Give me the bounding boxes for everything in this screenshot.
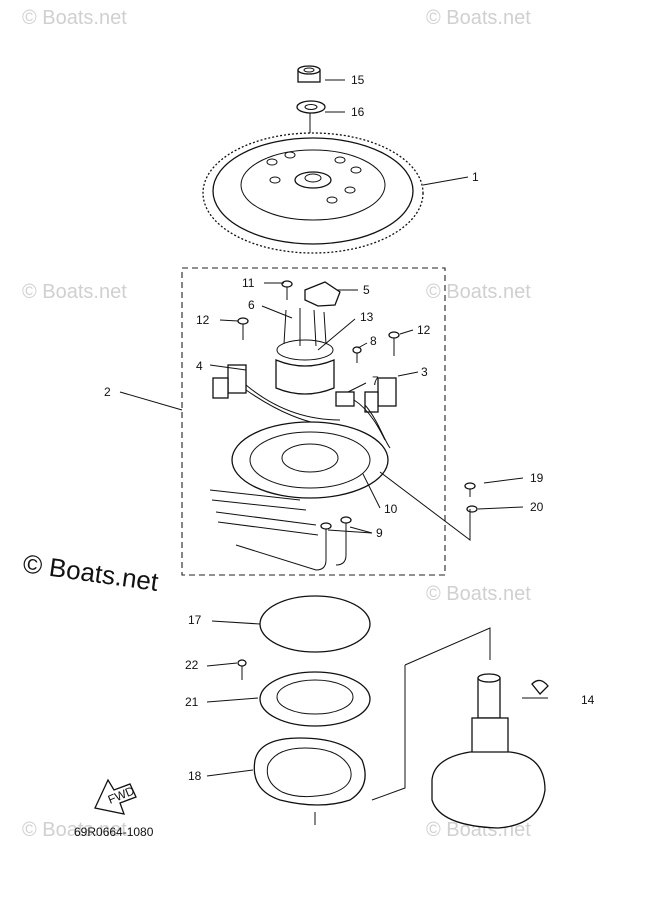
pulser-part-5 — [304, 281, 341, 307]
watermark-mid-left: © Boats.net — [22, 281, 127, 303]
clamp-part-7 — [335, 391, 355, 407]
pipe-part-9 — [209, 489, 352, 571]
fwd-arrow-icon: FWD — [94, 778, 137, 815]
key-part-14 — [531, 679, 549, 695]
screw-part-12-right — [388, 331, 400, 356]
screw-part-12-left — [237, 317, 249, 340]
stator-assembly-box — [181, 267, 446, 576]
drawing-code: 69R0664-1080 — [74, 825, 154, 839]
wire-harness — [245, 384, 391, 449]
bolt-part-19 — [464, 482, 476, 497]
coil-part-4 — [212, 364, 247, 399]
callout-21: 21 — [185, 695, 199, 709]
callout-12-left: 12 — [196, 313, 210, 327]
callout-7: 7 — [372, 374, 379, 388]
screw-part-8 — [352, 346, 362, 363]
flywheel-part-1 — [202, 132, 424, 254]
callout-22: 22 — [185, 658, 199, 672]
gasket-part-18 — [253, 737, 366, 806]
watermark-low-right: © Boats.net — [426, 583, 531, 605]
callout-20: 20 — [530, 500, 544, 514]
watermark-top-left: © Boats.net — [22, 7, 127, 29]
screw-part-22 — [237, 659, 247, 680]
charge-coil-part-6 — [275, 308, 335, 395]
callout-4: 4 — [196, 359, 203, 373]
callout-17: 17 — [188, 613, 202, 627]
crankshaft-part-14 — [431, 673, 546, 829]
watermark-bottom-left: © Boats.net — [22, 819, 127, 841]
coil-part-3 — [364, 377, 397, 413]
callout-9: 9 — [376, 526, 383, 540]
watermark-top-right: © Boats.net — [426, 7, 531, 29]
washer-part-20 — [466, 505, 478, 513]
plate-part-21 — [259, 671, 371, 727]
callout-5: 5 — [363, 283, 370, 297]
callout-18: 18 — [188, 769, 202, 783]
watermark-main: © Boats.net — [21, 548, 161, 597]
watermark-mid-right: © Boats.net — [426, 281, 531, 303]
screw-part-11 — [281, 280, 293, 300]
callout-10: 10 — [384, 502, 398, 516]
washer-part-16 — [296, 100, 326, 114]
callout-6: 6 — [248, 298, 255, 312]
callout-12-right: 12 — [417, 323, 431, 337]
callout-13: 13 — [360, 310, 374, 324]
callout-15: 15 — [351, 73, 365, 87]
assembly-line — [314, 627, 491, 825]
callout-2: 2 — [104, 385, 111, 399]
ring-part-17 — [259, 595, 371, 653]
callout-16: 16 — [351, 105, 365, 119]
callout-3: 3 — [421, 365, 428, 379]
callout-14: 14 — [581, 693, 595, 707]
callout-19: 19 — [530, 471, 544, 485]
callout-8: 8 — [370, 334, 377, 348]
stator-base-part-10 — [231, 421, 389, 499]
nut-part-15 — [297, 65, 321, 83]
callout-11: 11 — [242, 276, 255, 290]
callout-1: 1 — [472, 170, 479, 184]
